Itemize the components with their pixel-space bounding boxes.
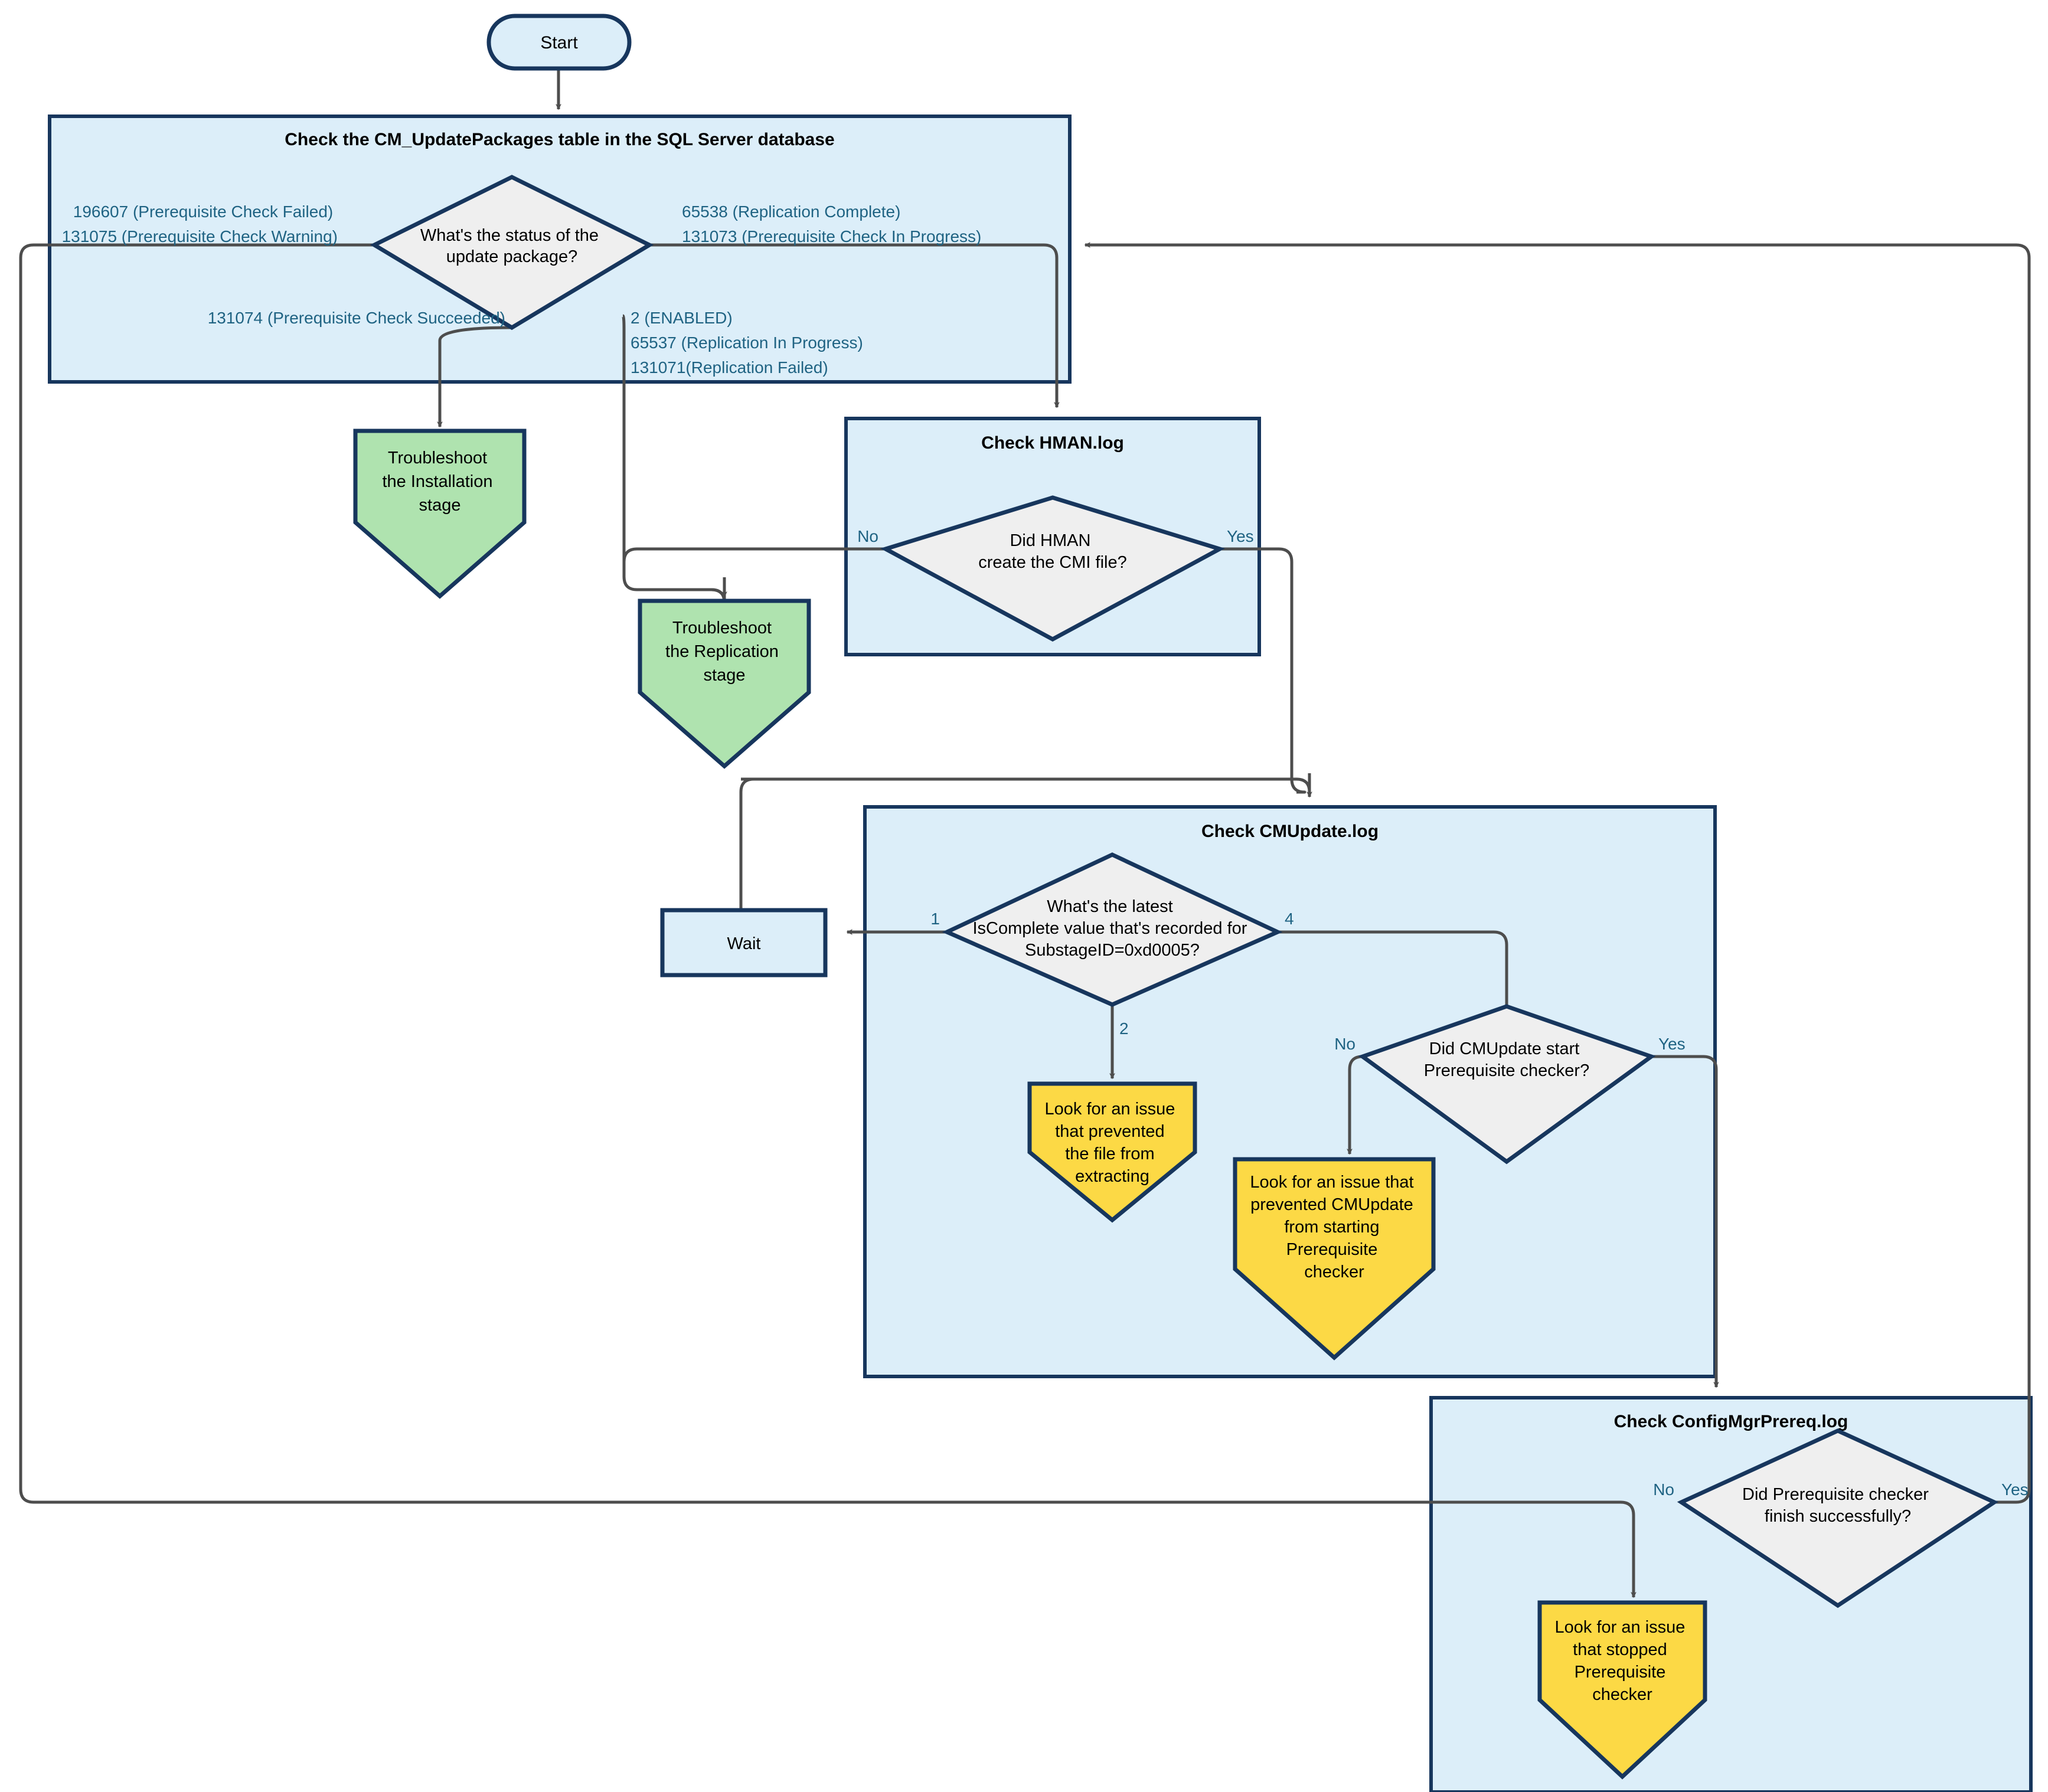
edge-label-status-right: 65538 (Replication Complete) 131073 (Pre…	[682, 202, 981, 246]
edge-label-status-bottom-right: 2 (ENABLED) 65537 (Replication In Progre…	[631, 309, 868, 377]
container-prereq-title: Check ConfigMgrPrereq.log	[1614, 1412, 1848, 1431]
edge-iscomplete-4	[1278, 930, 1510, 1041]
edge-cmupdate-yes	[1651, 1055, 1719, 1388]
container-prereq	[1429, 1396, 2033, 1792]
edge-label-cmupdate-no: No	[1334, 1035, 1355, 1053]
edge-hman-yes-corner	[739, 777, 754, 913]
node-troubleshoot-replication[interactable]	[638, 599, 811, 769]
node-wait-label: Wait	[727, 934, 761, 953]
decision-hman-cmi[interactable]	[880, 495, 1226, 642]
decision-hman-cmi-label: Did HMAN create the CMI file?	[978, 531, 1126, 572]
edge-status-right-to-hman	[649, 243, 1060, 408]
edge-status-to-ts-install	[437, 326, 512, 428]
edge-label-iscomplete-4: 4	[1285, 910, 1294, 928]
decision-update-status[interactable]	[370, 175, 654, 331]
node-issue-stopped-prereq-label: Look for an issue that stopped Prerequis…	[1555, 1618, 1690, 1704]
start-node-label: Start	[540, 33, 578, 53]
edge-label-hman-no: No	[857, 527, 878, 545]
edge-prereq-no	[1620, 1500, 1637, 1598]
edge-label-iscomplete-2: 2	[1119, 1019, 1129, 1038]
node-troubleshoot-installation[interactable]	[353, 429, 527, 599]
edge-hman-no	[622, 547, 886, 577]
edge-label-status-left: 196607 (Prerequisite Check Failed) 13107…	[62, 202, 338, 246]
node-issue-prevented-cmupdate[interactable]	[1233, 1157, 1436, 1361]
edge-hman-yes-horiz	[741, 777, 1311, 793]
decision-iscomplete[interactable]	[942, 852, 1283, 1007]
decision-update-status-label: What's the status of the update package?	[420, 226, 603, 266]
edge-prereq-yes-loop	[1084, 242, 2031, 1504]
edge-label-hman-yes: Yes	[1227, 527, 1254, 545]
node-wait[interactable]	[660, 908, 828, 977]
node-issue-prevented-cmupdate-label: Look for an issue that prevented CMUpdat…	[1250, 1173, 1418, 1281]
node-issue-stopped-prereq[interactable]	[1537, 1600, 1707, 1780]
decision-cmupdate-start-prereq[interactable]	[1358, 1004, 1656, 1165]
edge-label-prereq-no: No	[1653, 1480, 1674, 1499]
container-hman-title: Check HMAN.log	[981, 433, 1124, 453]
edge-label-cmupdate-yes: Yes	[1658, 1035, 1686, 1053]
decision-iscomplete-label: What's the latest IsComplete value that'…	[973, 897, 1252, 960]
node-troubleshoot-replication-label: Troubleshoot the Replication stage	[665, 619, 783, 685]
node-troubleshoot-installation-label: Troubleshoot the Installation stage	[382, 449, 497, 515]
edge-label-iscomplete-1: 1	[930, 910, 940, 928]
edge-label-prereq-yes: Yes	[2001, 1480, 2029, 1499]
start-node[interactable]	[486, 14, 632, 71]
edge-hman-yes-to-cmupdate	[1220, 547, 1306, 794]
decision-prereq-finish[interactable]	[1677, 1428, 1999, 1608]
decision-cmupdate-start-prereq-label: Did CMUpdate start Prerequisite checker?	[1424, 1039, 1589, 1080]
node-issue-file-extracting-label: Look for an issue that prevented the fil…	[1045, 1100, 1180, 1186]
container-sql-title: Check the CM_UpdatePackages table in the…	[285, 130, 834, 149]
container-cmupdate-title: Check CMUpdate.log	[1201, 822, 1379, 841]
edge-label-status-bottom-left: 131074 (Prerequisite Check Succeeded)	[208, 309, 505, 327]
node-issue-file-extracting[interactable]	[1027, 1081, 1197, 1223]
decision-prereq-finish-label: Did Prerequisite checker finish successf…	[1742, 1485, 1933, 1526]
edge-status-left-loop	[19, 243, 1621, 1504]
